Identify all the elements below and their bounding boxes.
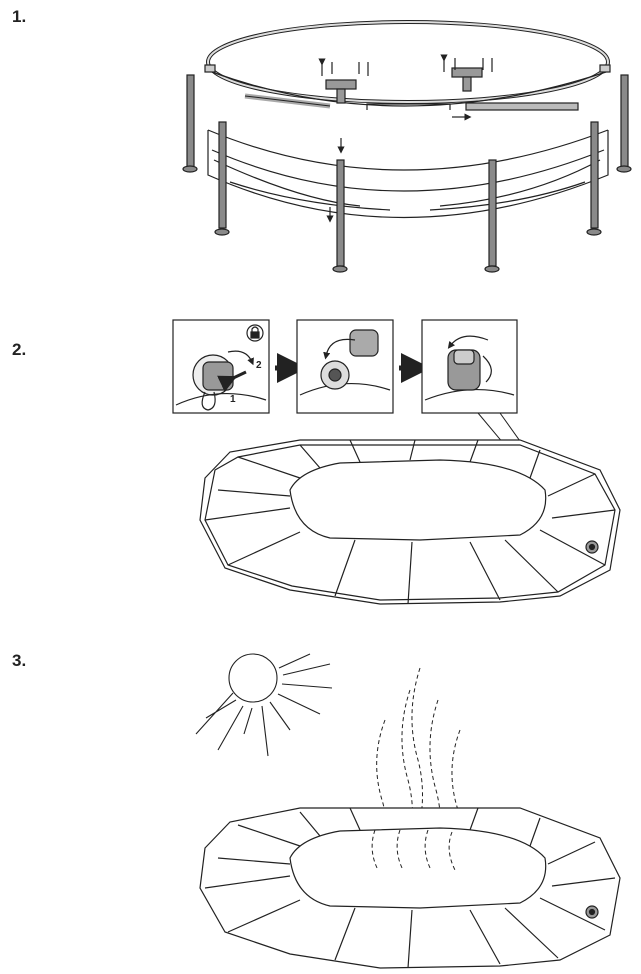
pool-wall <box>207 130 609 219</box>
t-connector-left <box>322 62 369 104</box>
heat-waves-over-pool <box>371 829 456 871</box>
deflated-pool-drain <box>199 439 621 605</box>
t-connector-right <box>444 58 493 92</box>
pool-frame-illustration <box>182 20 632 273</box>
callout-push: 1 <box>230 394 236 405</box>
leg-far-left <box>182 74 198 173</box>
leg-right <box>586 121 602 236</box>
leg-left <box>214 121 230 236</box>
valve-panel-2 <box>296 319 394 414</box>
step-number-3: 3. <box>12 651 27 670</box>
drain-valve-closed <box>585 905 599 919</box>
removed-rail-segment <box>465 102 579 111</box>
valve-panel-3 <box>421 319 518 414</box>
lock-icon <box>246 324 264 342</box>
step-number-1: 1. <box>12 7 27 26</box>
valve-panel-1: 2 1 <box>172 319 270 414</box>
leg-far-right <box>616 74 632 173</box>
leg-center <box>332 159 348 273</box>
deflated-pool-drying <box>199 807 621 969</box>
drain-valve <box>585 540 599 554</box>
callout-turn: 2 <box>256 360 262 371</box>
sun-icon <box>195 653 333 757</box>
leg-center-right <box>484 159 500 273</box>
step-number-2: 2. <box>12 340 27 359</box>
